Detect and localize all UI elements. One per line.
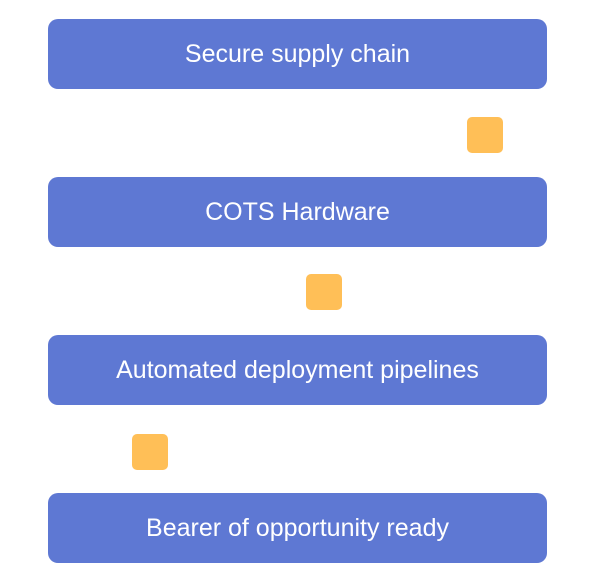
connector-square-1 (467, 117, 503, 153)
step-box-1: Secure supply chain (48, 19, 547, 89)
step-box-3: Automated deployment pipelines (48, 335, 547, 405)
step-box-4: Bearer of opportunity ready (48, 493, 547, 563)
connector-square-2 (306, 274, 342, 310)
step-box-2: COTS Hardware (48, 177, 547, 247)
connector-square-3 (132, 434, 168, 470)
step-label: COTS Hardware (205, 197, 390, 226)
step-label: Secure supply chain (184, 39, 411, 68)
step-label: Automated deployment pipelines (116, 355, 479, 384)
step-label: Bearer of opportunity ready (146, 513, 449, 542)
